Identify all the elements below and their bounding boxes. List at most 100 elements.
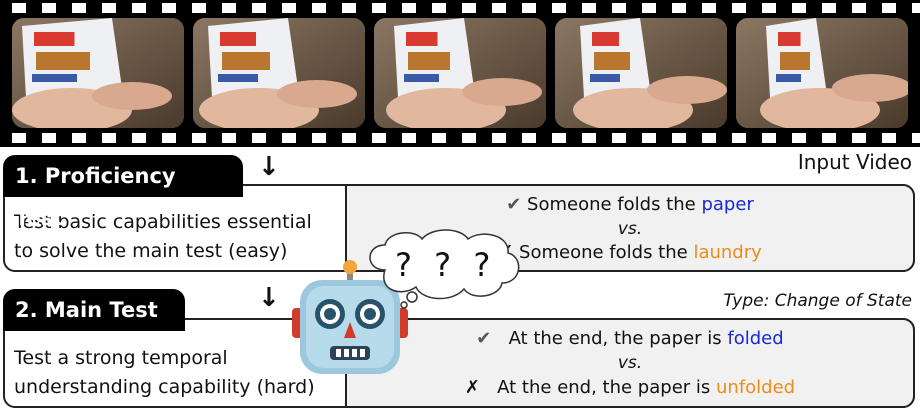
sprocket-hole	[72, 133, 86, 143]
main-desc-line1: Test a strong temporal	[14, 347, 228, 369]
sprocket-hole	[612, 3, 626, 13]
sprocket-hole	[372, 3, 386, 13]
sprocket-hole	[582, 133, 596, 143]
sprocket-hole	[912, 3, 920, 13]
sprocket-hole	[402, 3, 416, 13]
sprocket-hole	[732, 3, 746, 13]
sprocket-hole	[522, 3, 536, 13]
type-value: Change of State	[774, 291, 912, 311]
proficiency-wrong-prefix: Someone folds the	[519, 242, 694, 263]
sprocket-hole	[432, 133, 446, 143]
main-correct-option: ✔ At the end, the paper is folded	[347, 328, 913, 349]
sprocket-hole	[162, 133, 176, 143]
sprocket-hole	[642, 3, 656, 13]
input-video-caption: Input Video	[797, 150, 912, 174]
proficiency-desc-line1: Test basic capabilities essential	[14, 211, 312, 233]
proficiency-correct-option: ✔ Someone folds the paper	[347, 194, 913, 215]
proficiency-test-description: Test basic capabilities essential to sol…	[14, 208, 312, 266]
proficiency-correct-prefix: Someone folds the	[527, 194, 702, 215]
sprocket-hole	[102, 3, 116, 13]
sprocket-hole	[492, 133, 506, 143]
sprocket-hole	[222, 133, 236, 143]
sprocket-hole	[732, 133, 746, 143]
main-wrong-prefix: At the end, the paper is	[497, 377, 716, 398]
robot-face-icon	[292, 260, 408, 374]
sprocket-hole	[312, 3, 326, 13]
sprocket-hole	[342, 3, 356, 13]
sprocket-hole	[522, 133, 536, 143]
sprocket-hole	[672, 3, 686, 13]
sprocket-hole	[612, 133, 626, 143]
video-frame-4	[555, 18, 727, 128]
proficiency-wrong-word: laundry	[693, 242, 762, 263]
question-marks: ? ? ?	[395, 246, 497, 284]
video-frame-5	[736, 18, 908, 128]
proficiency-vs: vs.	[617, 219, 643, 239]
sprocket-hole	[372, 133, 386, 143]
sprocket-hole	[792, 3, 806, 13]
main-options-panel: ✔ At the end, the paper is folded vs. ✗ …	[345, 318, 915, 408]
sprocket-hole	[552, 133, 566, 143]
check-icon: ✔	[506, 194, 522, 215]
sprocket-hole	[102, 133, 116, 143]
sprocket-hole	[822, 3, 836, 13]
cross-icon: ✗	[464, 377, 480, 398]
sprocket-hole	[822, 133, 836, 143]
sprocket-hole	[42, 133, 56, 143]
proficiency-desc-line2: to solve the main test (easy)	[14, 240, 288, 262]
sprocket-hole	[852, 3, 866, 13]
sprocket-hole	[192, 133, 206, 143]
proficiency-correct-word: paper	[701, 194, 754, 215]
video-frame-2	[193, 18, 365, 128]
thought-bubble-icon	[369, 229, 520, 309]
sprocket-hole	[402, 133, 416, 143]
sprocket-hole	[762, 3, 776, 13]
sprocket-hole	[552, 3, 566, 13]
sprocket-hole	[882, 3, 896, 13]
sprocket-hole	[762, 133, 776, 143]
sprocket-hole	[222, 3, 236, 13]
sprocket-hole	[42, 3, 56, 13]
sprocket-hole	[12, 3, 26, 13]
video-frame-3	[374, 18, 546, 128]
sprocket-hole	[912, 133, 920, 143]
main-correct-prefix: At the end, the paper is	[508, 328, 728, 349]
sprocket-hole	[792, 133, 806, 143]
sprocket-hole	[162, 3, 176, 13]
sprocket-hole	[462, 133, 476, 143]
sprocket-hole	[132, 133, 146, 143]
type-label: Type:	[723, 291, 770, 311]
sprocket-hole	[672, 133, 686, 143]
film-sprocket-holes-bottom	[12, 133, 920, 143]
sprocket-hole	[702, 133, 716, 143]
sprocket-hole	[252, 133, 266, 143]
down-arrow-1: ↓	[258, 152, 280, 182]
main-test-type: Type: Change of State	[723, 291, 912, 311]
main-desc-line2: understanding capability (hard)	[14, 376, 315, 398]
check-icon: ✔	[476, 328, 492, 349]
sprocket-hole	[72, 3, 86, 13]
sprocket-hole	[12, 133, 26, 143]
down-arrow-2: ↓	[258, 283, 280, 313]
sprocket-hole	[642, 133, 656, 143]
main-correct-word: folded	[727, 328, 784, 349]
sprocket-hole	[492, 3, 506, 13]
sprocket-hole	[702, 3, 716, 13]
sprocket-hole	[852, 133, 866, 143]
sprocket-hole	[132, 3, 146, 13]
main-wrong-word: unfolded	[716, 377, 796, 398]
sprocket-hole	[282, 133, 296, 143]
sprocket-hole	[192, 3, 206, 13]
sprocket-hole	[252, 3, 266, 13]
video-frame-1	[12, 18, 184, 128]
sprocket-hole	[582, 3, 596, 13]
main-wrong-option: ✗ At the end, the paper is unfolded	[347, 377, 913, 398]
main-test-title: 2. Main Test	[3, 289, 185, 331]
main-vs: vs.	[617, 353, 643, 373]
main-test-description: Test a strong temporal understanding cap…	[14, 344, 315, 402]
proficiency-test-title: 1. Proficiency Test	[3, 155, 243, 230]
film-sprocket-holes-top	[12, 3, 920, 13]
sprocket-hole	[432, 3, 446, 13]
sprocket-hole	[882, 133, 896, 143]
sprocket-hole	[462, 3, 476, 13]
